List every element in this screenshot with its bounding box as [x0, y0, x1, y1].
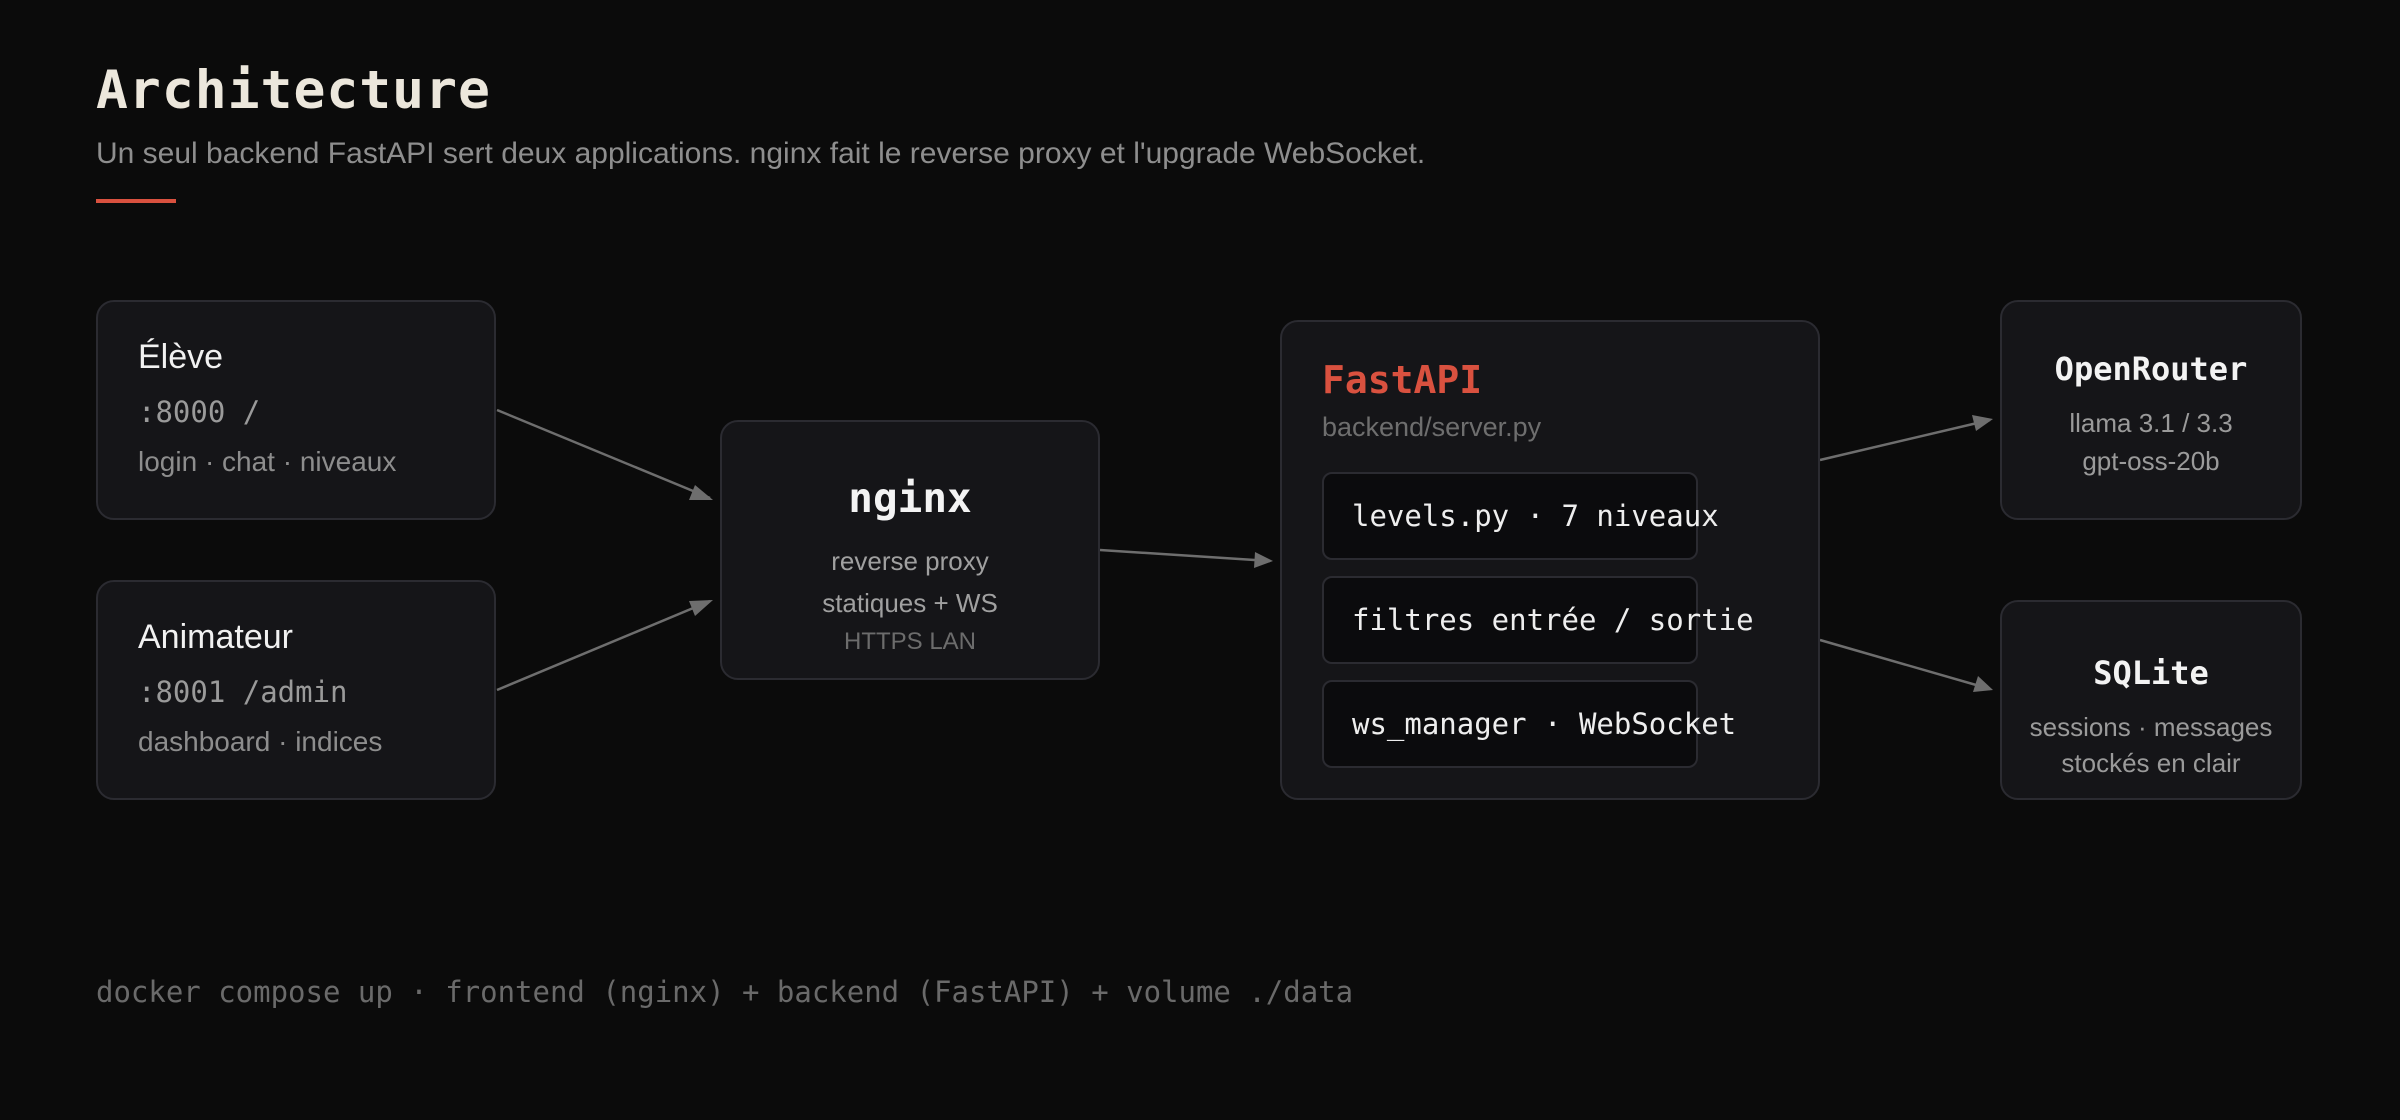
service-card-openrouter: OpenRouter llama 3.1 / 3.3 gpt-oss-20b [2000, 300, 2302, 520]
arrow-nginx-to-fastapi [1099, 548, 1271, 563]
arrowhead-animateur [689, 600, 713, 616]
arrowhead-sqlite [1973, 676, 1993, 692]
service-name: SQLite [2093, 654, 2209, 692]
page-subtitle: Un seul backend FastAPI sert deux applic… [96, 137, 1426, 170]
client-port: :8001 /admin [138, 675, 348, 709]
arrowhead-eleve [689, 485, 713, 500]
client-desc: dashboard · indices [138, 726, 383, 757]
arrow-fastapi-to-sqlite [1819, 638, 1991, 691]
page-title: Architecture [96, 60, 491, 121]
proxy-line: statiques + WS [822, 588, 998, 618]
service-card-sqlite: SQLite sessions · messages stockés en cl… [2000, 600, 2302, 800]
arrow-eleve-to-nginx [496, 408, 711, 500]
client-card-animateur: Animateur :8001 /admin dashboard · indic… [96, 580, 496, 800]
footer-command: docker compose up · frontend (nginx) + b… [96, 975, 1354, 1009]
module-ws-manager: ws_manager · WebSocket [1322, 680, 1736, 768]
arrow-fastapi-to-openrouter [1819, 418, 1991, 462]
client-port: :8000 / [138, 395, 261, 429]
service-line: sessions · messages [2029, 712, 2273, 742]
proxy-card-nginx: nginx reverse proxy statiques + WS HTTPS… [720, 420, 1100, 680]
backend-name: FastAPI [1322, 358, 1483, 402]
client-desc: login · chat · niveaux [138, 446, 397, 477]
proxy-note: HTTPS LAN [843, 628, 977, 655]
proxy-name: nginx [848, 474, 972, 522]
arrowhead-fastapi [1254, 552, 1273, 568]
client-name: Élève [138, 338, 224, 376]
client-card-eleve: Élève :8000 / login · chat · niveaux [96, 300, 496, 520]
title-underline [96, 199, 176, 203]
proxy-line: reverse proxy [831, 546, 989, 576]
module-levels: levels.py · 7 niveaux [1322, 472, 1719, 560]
backend-path: backend/server.py [1322, 412, 1542, 442]
module-filtres: filtres entrée / sortie [1322, 576, 1754, 664]
arrowhead-openrouter [1972, 415, 1993, 431]
service-line: gpt-oss-20b [2082, 446, 2220, 476]
arrow-animateur-to-nginx [496, 599, 711, 692]
client-name: Animateur [138, 618, 293, 656]
service-name: OpenRouter [2054, 350, 2248, 388]
service-line: stockés en clair [2061, 748, 2241, 778]
backend-card-fastapi: FastAPI backend/server.py levels.py · 7 … [1280, 320, 1820, 800]
service-line: llama 3.1 / 3.3 [2069, 408, 2233, 438]
